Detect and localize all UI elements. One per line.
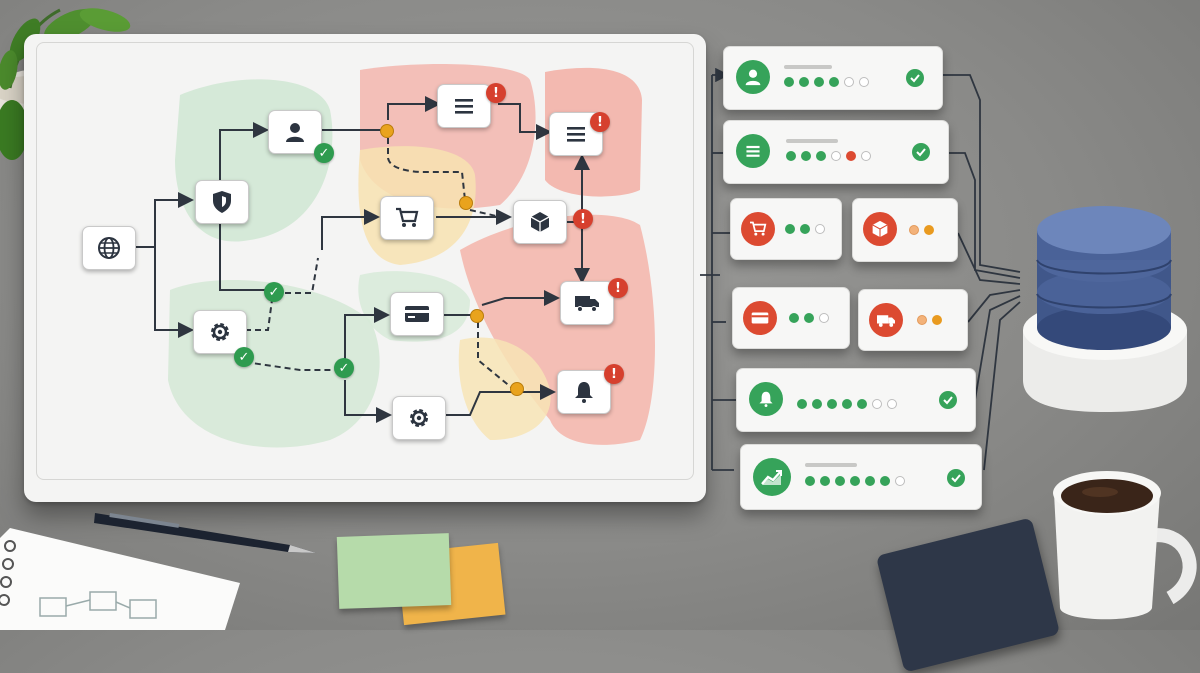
status-card-truck[interactable] [858, 289, 968, 351]
desk-scene: ✓ ! ! ! ✓ ✓ ✓ ! ! [0, 8, 1197, 673]
credit-card-icon [743, 301, 777, 335]
edge-shield-user [219, 122, 269, 180]
progress-dots [909, 225, 934, 235]
gear-node-upper[interactable] [193, 310, 247, 354]
status-error-badge: ! [590, 112, 610, 132]
truck-icon [869, 303, 903, 337]
card-label-placeholder [784, 65, 832, 69]
globe-icon [98, 237, 120, 259]
dash-junction-down [477, 322, 513, 389]
user-icon [286, 123, 304, 142]
edge-to-gear2 [344, 380, 392, 423]
edge-shield-down [219, 222, 268, 291]
status-card-cart[interactable] [730, 198, 842, 260]
whiteboard-frame [36, 42, 694, 480]
cart-icon [396, 207, 419, 227]
cart-node[interactable] [380, 196, 434, 240]
edge-globe-gear [154, 247, 194, 338]
status-ok-badge: ✓ [334, 358, 354, 378]
progress-dots [786, 151, 871, 161]
database-icon [1023, 206, 1187, 412]
junction-dot [380, 124, 394, 138]
progress-dots [805, 476, 905, 486]
junction-dot [459, 196, 473, 210]
user-node[interactable] [268, 110, 322, 154]
status-error-badge: ! [486, 83, 506, 103]
cart-icon [741, 212, 775, 246]
chart-icon [753, 458, 791, 496]
status-ok-badge: ✓ [234, 347, 254, 367]
edge-globe-shield [135, 192, 194, 248]
progress-dots [784, 77, 869, 87]
check-icon [912, 143, 930, 161]
gear-icon [410, 409, 428, 427]
credit-card-icon [405, 306, 429, 322]
card-label-placeholder [805, 463, 857, 467]
dash-yellow-box [469, 209, 506, 219]
junction-dot [510, 382, 524, 396]
list-icon [736, 134, 770, 168]
check-icon [947, 469, 965, 487]
status-card-analytics[interactable] [740, 444, 982, 510]
junction-dot [470, 309, 484, 323]
status-card-payment[interactable] [732, 287, 850, 349]
user-icon [736, 60, 770, 94]
bell-icon [575, 382, 593, 403]
spiral-notebook [0, 528, 240, 630]
globe-node[interactable] [82, 226, 136, 270]
edge-gear2-junction [445, 391, 512, 416]
dash-gear-check [245, 299, 273, 331]
card-node[interactable] [390, 292, 444, 336]
progress-dots [917, 315, 942, 325]
edge-to-card [344, 307, 390, 370]
list-node-top[interactable] [437, 84, 491, 128]
edge-to-cart [321, 209, 380, 250]
edge-listtop-listright [498, 103, 552, 140]
dash-junction-yellow [387, 138, 466, 201]
truck-node[interactable] [560, 281, 614, 325]
check-icon [906, 69, 924, 87]
status-card-box[interactable] [852, 198, 958, 262]
status-error-badge: ! [573, 209, 593, 229]
shield-icon [213, 191, 231, 213]
shield-node[interactable] [195, 180, 249, 224]
list-icon [567, 127, 585, 142]
dash-check-cart [285, 257, 319, 294]
status-card-alerts[interactable] [736, 368, 976, 432]
gear-node-lower[interactable] [392, 396, 446, 440]
progress-dots [797, 399, 897, 409]
progress-dots [789, 313, 829, 323]
card-label-placeholder [786, 139, 838, 143]
gear-icon [211, 323, 229, 341]
bell-node[interactable] [557, 370, 611, 414]
status-ok-badge: ✓ [314, 143, 334, 163]
box-node[interactable] [513, 200, 567, 244]
status-card-list[interactable] [723, 120, 949, 184]
card-connectors [700, 67, 1021, 471]
sticky-note-green [336, 533, 452, 609]
list-node-right[interactable] [549, 112, 603, 156]
status-card-user[interactable] [723, 46, 943, 110]
dash-gear-bottom [244, 361, 340, 371]
progress-dots [785, 224, 825, 234]
truck-icon [575, 296, 599, 312]
pen [94, 513, 316, 553]
box-icon [863, 212, 897, 246]
status-error-badge: ! [604, 364, 624, 384]
check-icon [939, 391, 957, 409]
status-ok-badge: ✓ [264, 282, 284, 302]
box-icon [530, 212, 550, 232]
coffee-mug [1053, 471, 1197, 620]
edge-junction-truck [481, 290, 560, 306]
status-error-badge: ! [608, 278, 628, 298]
list-icon [455, 99, 473, 114]
bell-icon [749, 382, 783, 416]
edge-junction-listtop [387, 96, 441, 120]
